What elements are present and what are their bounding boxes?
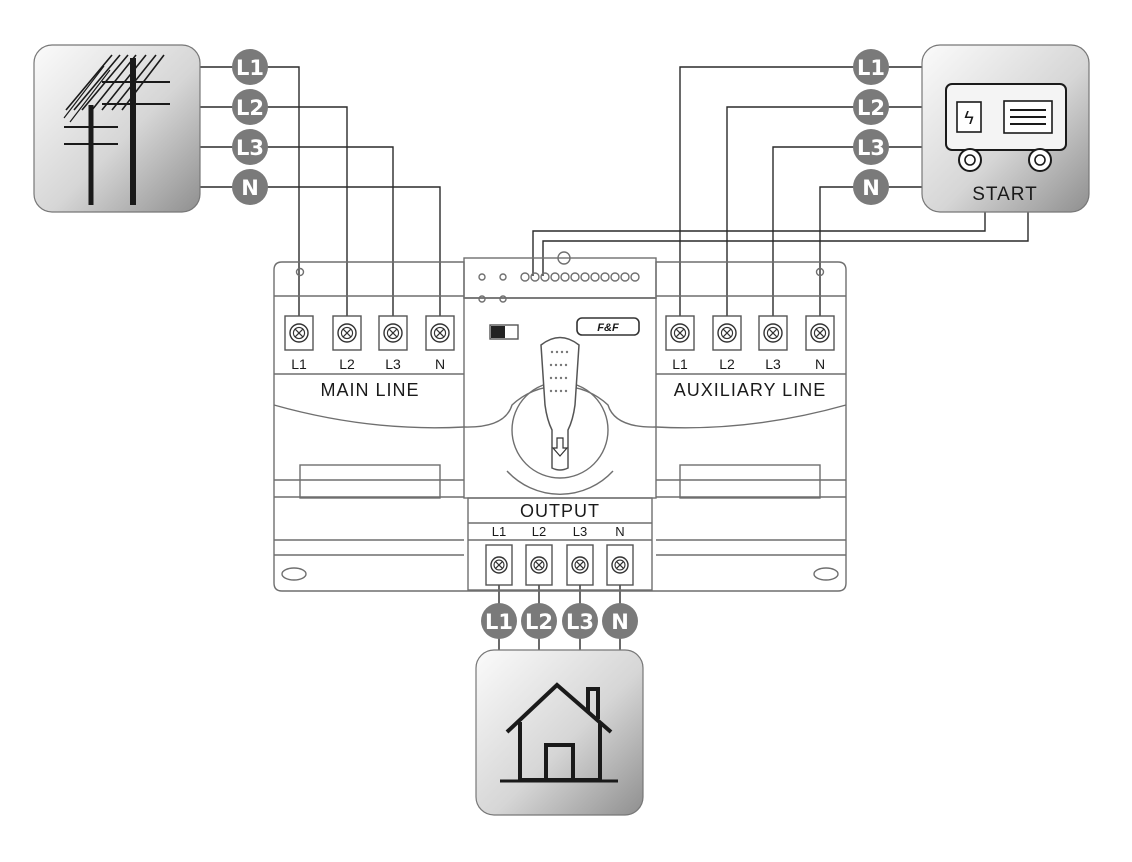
badge-aux-n-text: N (862, 176, 880, 200)
badge-aux-l1-text: L1 (857, 56, 885, 80)
transfer-switch: F&F (273, 251, 847, 592)
wire-start-1 (532, 212, 986, 276)
wire-main-n (200, 186, 441, 316)
badge-out-n-text: N (611, 610, 629, 634)
auxiliary-line-label: AUXILIARY LINE (674, 380, 826, 400)
out-terminal-label-l2: L2 (532, 524, 546, 539)
badge-main-l2: L2 (232, 89, 268, 125)
terminal-blocks (284, 315, 835, 586)
aux-terminal-label-l1: L1 (672, 356, 688, 372)
badge-main-n-text: N (241, 176, 259, 200)
aux-terminal-label-l3: L3 (765, 356, 781, 372)
power-pole-icon (63, 54, 170, 205)
output-label: OUTPUT (520, 501, 600, 521)
mode-switch (489, 324, 519, 340)
badge-out-l1: L1 (481, 603, 517, 639)
main-terminal-label-n: N (435, 356, 445, 372)
out-terminal-l1 (485, 544, 513, 586)
wire-main-l3 (200, 146, 394, 316)
aux-source-badges: L1 L2 L3 N (853, 49, 889, 205)
grid-source-card (33, 44, 201, 213)
out-terminal-label-n: N (615, 524, 624, 539)
main-terminal-label-l2: L2 (339, 356, 355, 372)
main-line-terminal-labels: L1 L2 L3 N (291, 356, 445, 372)
aux-terminal-l1 (665, 315, 695, 351)
brand-logo-text: F&F (597, 322, 619, 334)
badge-out-n: N (602, 603, 638, 639)
aux-terminal-label-l2: L2 (719, 356, 735, 372)
aux-line-terminal-labels: L1 L2 L3 N (672, 356, 825, 372)
house-card (475, 649, 644, 816)
badge-aux-l1: L1 (853, 49, 889, 85)
rotary-handle (463, 336, 657, 495)
out-terminal-l2 (525, 544, 553, 586)
out-terminal-l3 (566, 544, 594, 586)
main-source-badges: L1 L2 L3 N (232, 49, 268, 205)
badge-out-l3-text: L3 (566, 610, 594, 634)
out-terminal-n (606, 544, 634, 586)
generator-bolt-symbol: ϟ (964, 108, 974, 128)
badge-main-l3: L3 (232, 129, 268, 165)
main-terminal-l3 (378, 315, 408, 351)
badge-out-l1-text: L1 (485, 610, 513, 634)
aux-terminal-label-n: N (815, 356, 825, 372)
badge-aux-n: N (853, 169, 889, 205)
badge-main-l1-text: L1 (236, 56, 264, 80)
badge-out-l3: L3 (562, 603, 598, 639)
main-terminal-label-l3: L3 (385, 356, 401, 372)
generator-start-label: START (972, 184, 1038, 205)
aux-terminal-l2 (712, 315, 742, 351)
badge-main-n: N (232, 169, 268, 205)
brand-logo: F&F (576, 317, 640, 336)
control-terminal-strip (520, 251, 640, 282)
aux-terminal-l3 (758, 315, 788, 351)
badge-aux-l2: L2 (853, 89, 889, 125)
badge-main-l1: L1 (232, 49, 268, 85)
main-terminal-l1 (284, 315, 314, 351)
wire-aux-l1 (679, 66, 922, 316)
badge-out-l2: L2 (521, 603, 557, 639)
out-terminal-label-l1: L1 (492, 524, 506, 539)
generator-icon: ϟ (945, 83, 1067, 172)
main-line-label: MAIN LINE (320, 380, 419, 400)
wire-aux-l2 (726, 106, 922, 316)
badge-out-l2-text: L2 (525, 610, 553, 634)
aux-terminal-n (805, 315, 835, 351)
badge-main-l3-text: L3 (236, 136, 264, 160)
badge-aux-l3: L3 (853, 129, 889, 165)
main-terminal-l2 (332, 315, 362, 351)
wire-start-2 (542, 212, 1029, 276)
indicator-leds (478, 273, 507, 303)
main-terminal-n (425, 315, 455, 351)
badge-aux-l3-text: L3 (857, 136, 885, 160)
house-icon (500, 682, 618, 783)
generator-card: ϟ START (921, 44, 1090, 213)
out-terminal-label-l3: L3 (573, 524, 587, 539)
badge-aux-l2-text: L2 (857, 96, 885, 120)
output-badges: L1 L2 L3 N (481, 603, 638, 639)
main-terminal-label-l1: L1 (291, 356, 307, 372)
output-terminal-labels: L1 L2 L3 N (492, 524, 625, 539)
arrow-down-icon (551, 437, 569, 457)
badge-main-l2-text: L2 (236, 96, 264, 120)
